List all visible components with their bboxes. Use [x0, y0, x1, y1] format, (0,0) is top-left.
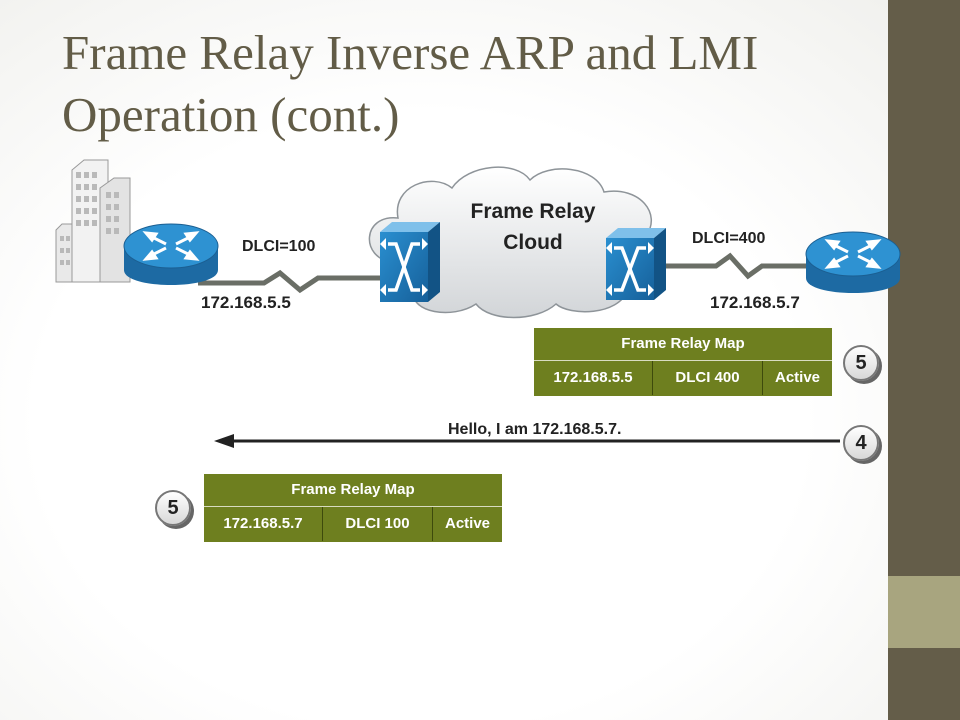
left-dlci-label: DLCI=100 [242, 238, 316, 255]
map-divider [534, 360, 832, 361]
map-column-divider [432, 507, 433, 541]
map-title: Frame Relay Map [621, 335, 745, 352]
map-column-divider [652, 361, 653, 395]
right-dlci-label: DLCI=400 [692, 230, 766, 247]
cloud-label-line1: Frame Relay [470, 200, 596, 223]
step-badge-right-map: 5 [843, 345, 879, 381]
step-badge-left-map: 5 [155, 490, 191, 526]
map-column-divider [762, 361, 763, 395]
sidebar-decoration-top [888, 0, 960, 576]
cloud-label: Frame Relay Cloud [438, 196, 628, 258]
frame-relay-switch-icon [380, 222, 440, 302]
sidebar-decoration-accent [888, 576, 960, 648]
cloud-label-line2: Cloud [503, 231, 563, 254]
map-status-cell: Active [444, 515, 491, 532]
map-status-cell: Active [774, 369, 821, 386]
map-ip-cell: 172.168.5.7 [223, 515, 303, 532]
right-ip-label: 172.168.5.7 [710, 293, 800, 312]
map-dlci-cell: DLCI 400 [675, 369, 740, 386]
right-link [660, 252, 812, 280]
slide-title: Frame Relay Inverse ARP and LMI Operatio… [62, 25, 759, 142]
hello-message: Hello, I am 172.168.5.7. [448, 421, 622, 438]
frame-relay-switch-icon [606, 228, 666, 300]
left-router-icon [123, 223, 219, 285]
left-link [198, 269, 392, 294]
left-ip-label: 172.168.5.5 [201, 293, 291, 312]
map-divider [204, 506, 502, 507]
step-badge-hello: 4 [843, 425, 879, 461]
map-title: Frame Relay Map [291, 481, 415, 498]
frame-relay-map-left: Frame Relay Map 172.168.5.7 DLCI 100 Act… [204, 474, 502, 542]
map-dlci-cell: DLCI 100 [345, 515, 410, 532]
frame-relay-map-right: Frame Relay Map 172.168.5.5 DLCI 400 Act… [534, 328, 832, 396]
building-icon [55, 159, 131, 283]
right-router-icon [805, 231, 901, 293]
map-ip-cell: 172.168.5.5 [553, 369, 633, 386]
map-column-divider [322, 507, 323, 541]
sidebar-decoration-bottom [888, 648, 960, 720]
arrow-left-icon [214, 434, 840, 448]
